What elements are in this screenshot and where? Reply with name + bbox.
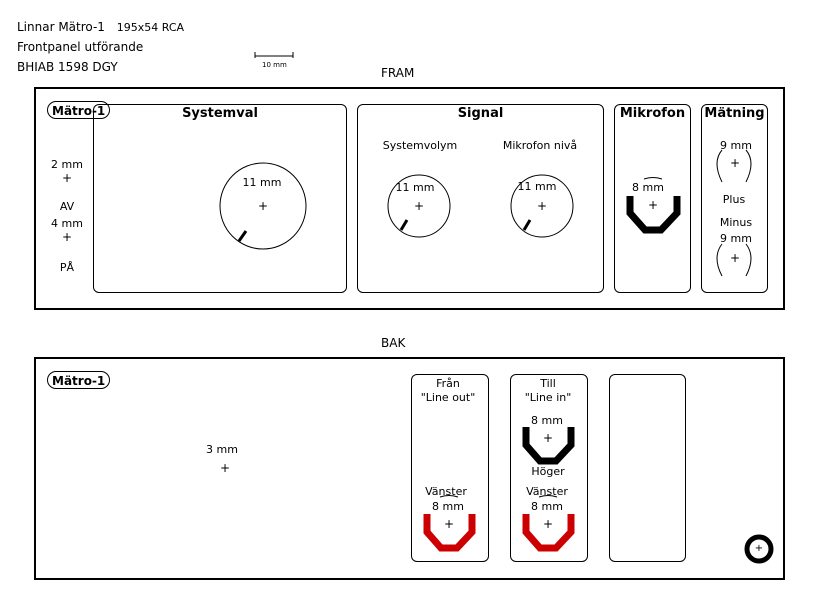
mikrofon-niva-knob-size: 11 mm: [517, 180, 557, 193]
plus-terminal-label: Plus: [722, 193, 746, 206]
back-panel: [34, 357, 785, 580]
back-caption: BAK: [381, 336, 406, 350]
front-badge: Mätro-1: [47, 101, 111, 119]
front-caption: FRAM: [381, 66, 415, 80]
mikrofon-jack-size: 8 mm: [632, 181, 664, 194]
signal-section: Signal: [357, 104, 604, 293]
systemvolym-label: Systemvolym: [382, 139, 458, 152]
pa-label: PÅ: [59, 261, 75, 274]
fran-vanster-center: +: [443, 517, 455, 531]
systemval-knob-size: 11 mm: [242, 176, 282, 189]
till-line-in-section: [510, 374, 588, 562]
scale-bar: [254, 52, 294, 58]
power-jack-center: +: [754, 543, 764, 554]
plus-terminal-center: +: [729, 156, 741, 170]
back-hole-3mm-marker: +: [219, 461, 231, 475]
systemvolym-knob-size: 11 mm: [395, 181, 435, 194]
systemval-knob-center: +: [257, 199, 269, 213]
hole-4mm-label: 4 mm: [51, 217, 83, 230]
systemvolym-knob-center: +: [413, 199, 425, 213]
plus-terminal-size: 9 mm: [720, 139, 752, 152]
signal-title: Signal: [457, 106, 504, 121]
till-hoger-center: +: [542, 431, 554, 445]
fran-line-out-section: [411, 374, 489, 562]
empty-section: [609, 374, 686, 562]
title-line-3: BHIAB 1598 DGY: [17, 60, 118, 74]
mikrofon-niva-knob-center: +: [536, 199, 548, 213]
till-hoger-size: 8 mm: [531, 414, 563, 427]
till-vanster-size: 8 mm: [531, 500, 563, 513]
systemval-section: Systemval: [93, 104, 347, 293]
matning-section: Mätning: [701, 104, 768, 293]
av-label: AV: [59, 200, 75, 213]
mikrofon-section: Mikrofon: [614, 104, 691, 293]
scale-label: 10 mm: [262, 61, 287, 69]
back-hole-3mm-label: 3 mm: [206, 443, 238, 456]
mikrofon-jack-center: +: [647, 198, 659, 212]
till-subtitle: "Line in": [524, 391, 572, 404]
fran-title: Från: [436, 377, 460, 390]
fran-vanster-label: Vänster: [425, 485, 467, 498]
minus-terminal-size: 9 mm: [720, 232, 752, 245]
mikrofon-title: Mikrofon: [619, 106, 686, 121]
device-spec: 195x54 RCA: [116, 21, 185, 34]
device-name: Linnar Mätro-1: [17, 20, 105, 34]
matning-title: Mätning: [704, 106, 765, 121]
hole-2mm-label: 2 mm: [51, 158, 83, 171]
till-vanster-center: +: [542, 517, 554, 531]
till-hoger-label: Höger: [531, 465, 565, 478]
fran-vanster-size: 8 mm: [432, 500, 464, 513]
minus-terminal-center: +: [729, 251, 741, 265]
minus-terminal-label: Minus: [719, 216, 753, 229]
systemval-title: Systemval: [182, 106, 258, 121]
title-line-2: Frontpanel utförande: [17, 40, 144, 54]
mikrofon-niva-label: Mikrofon nivå: [502, 139, 578, 152]
hole-4mm-marker: +: [61, 230, 73, 244]
till-vanster-label: Vänster: [526, 485, 568, 498]
back-badge: Mätro-1: [47, 371, 111, 389]
title-line-1: Linnar Mätro-1 195x54 RCA: [17, 20, 184, 34]
fran-subtitle: "Line out": [420, 391, 476, 404]
hole-2mm-marker: +: [61, 171, 73, 185]
till-title: Till: [540, 377, 556, 390]
